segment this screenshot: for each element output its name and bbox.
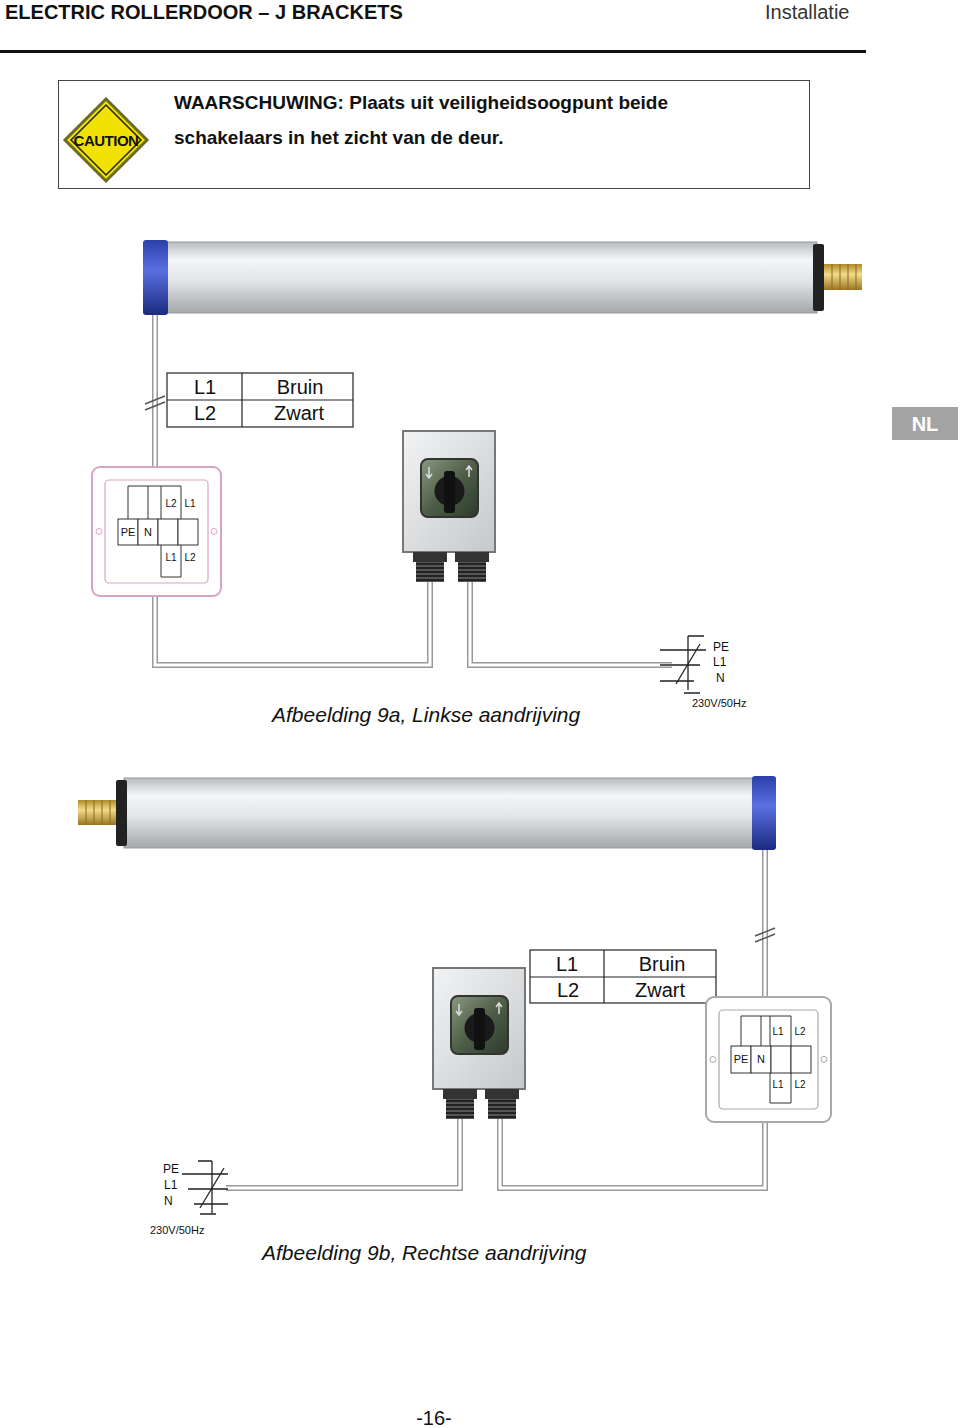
tubular-motor — [143, 240, 862, 315]
terminal-label: L2 — [184, 553, 195, 563]
inner-wire — [161, 486, 162, 519]
box-outline — [706, 997, 831, 1122]
table-cell: L1 — [194, 377, 216, 397]
inner-wire — [161, 545, 162, 577]
figure-caption: Afbeelding 9a, Linkse aandrijving — [272, 704, 580, 725]
cable — [145, 315, 672, 665]
terminal-name: PE — [713, 641, 729, 653]
sign-inner — [71, 105, 141, 175]
terminal-label: L1 — [184, 499, 195, 509]
terminal-cell — [771, 1046, 791, 1073]
terminal-label: PE — [734, 1054, 749, 1065]
rotary-switch — [403, 431, 495, 582]
terminal-cell — [118, 519, 138, 545]
terminal-label: N — [757, 1054, 765, 1065]
terminal-name: N — [164, 1195, 173, 1207]
terminal-label: PE — [121, 527, 136, 538]
junction-box-drawing — [91, 466, 222, 597]
inner-wire — [761, 1016, 762, 1046]
cable — [226, 850, 775, 1188]
terminal-cell — [751, 1046, 771, 1073]
junction-box: L1L2PENL1L2 — [705, 996, 832, 1123]
wire-color-table — [530, 950, 716, 1003]
junction-box: L2L1PENL1L2 — [91, 466, 222, 597]
inner-wire — [148, 486, 149, 519]
terminal-label: L2 — [794, 1027, 805, 1037]
inner-wire — [770, 1073, 771, 1103]
page-number: -16- — [416, 1408, 452, 1428]
table-cell: Bruin — [639, 954, 686, 974]
junction-box-drawing — [705, 996, 832, 1123]
terminal-cell — [178, 519, 198, 545]
warning-box: WAARSCHUWING: Plaats uit veiligheidsoogp… — [58, 80, 810, 189]
inner-wire — [791, 1073, 792, 1103]
language-tab-text: NL — [912, 414, 939, 434]
inner-wire — [161, 577, 181, 578]
figure-caption: Afbeelding 9b, Rechtse aandrijving — [262, 1242, 587, 1263]
terminal-label: L1 — [165, 553, 176, 563]
terminal-label: N — [144, 527, 152, 538]
inner-wire — [791, 1016, 792, 1046]
table-cell: Zwart — [274, 403, 324, 423]
inner-wire — [181, 486, 182, 519]
voltage-rating: 230V/50Hz — [150, 1225, 204, 1236]
terminal-label: L2 — [165, 499, 176, 509]
mains-symbol — [182, 1161, 228, 1214]
table-cell: L2 — [557, 980, 579, 1000]
terminal-label: L1 — [772, 1080, 783, 1090]
terminal-cell — [158, 519, 178, 545]
screw-hole — [96, 529, 102, 535]
terminal-name: L1 — [164, 1179, 177, 1191]
screw-hole — [211, 529, 217, 535]
page-title: ELECTRIC ROLLERDOOR – J BRACKETS — [5, 2, 403, 22]
tubular-motor — [78, 776, 776, 850]
section-name: Installatie — [765, 2, 850, 22]
terminal-cell — [791, 1046, 811, 1073]
wire-color-table — [167, 373, 353, 427]
inner-wire — [128, 486, 181, 487]
table-cell: L1 — [556, 954, 578, 974]
table-cell: Zwart — [635, 980, 685, 1000]
screw-hole — [710, 1057, 716, 1063]
caution-sign-text: CAUTION — [74, 133, 139, 148]
inner-wire — [181, 545, 182, 577]
inner-wire — [128, 486, 129, 519]
inner-wire — [741, 1016, 791, 1017]
header-rule — [0, 50, 866, 53]
terminal-cell — [731, 1046, 751, 1073]
terminal-cell — [138, 519, 158, 545]
table-cell: Bruin — [277, 377, 324, 397]
terminal-name: L1 — [713, 656, 726, 668]
terminal-name: PE — [163, 1163, 179, 1175]
voltage-rating: 230V/50Hz — [692, 698, 746, 709]
language-tab: NL — [892, 407, 958, 440]
inner-wire — [741, 1016, 742, 1046]
inner-wire — [770, 1103, 791, 1104]
sign-diamond — [65, 99, 147, 181]
terminal-label: L1 — [772, 1027, 783, 1037]
terminal-label: L2 — [794, 1080, 805, 1090]
screw-hole — [821, 1057, 827, 1063]
box-inner — [105, 480, 208, 583]
terminal-name: N — [716, 672, 725, 684]
table-cell: L2 — [194, 403, 216, 423]
mains-symbol — [660, 636, 706, 693]
box-inner — [719, 1010, 818, 1109]
caution-sign: CAUTION — [61, 95, 151, 185]
box-outline — [92, 467, 221, 596]
warning-box-text: WAARSCHUWING: Plaats uit veiligheidsoogp… — [174, 85, 774, 155]
inner-wire — [770, 1016, 771, 1046]
rotary-switch — [433, 968, 525, 1119]
